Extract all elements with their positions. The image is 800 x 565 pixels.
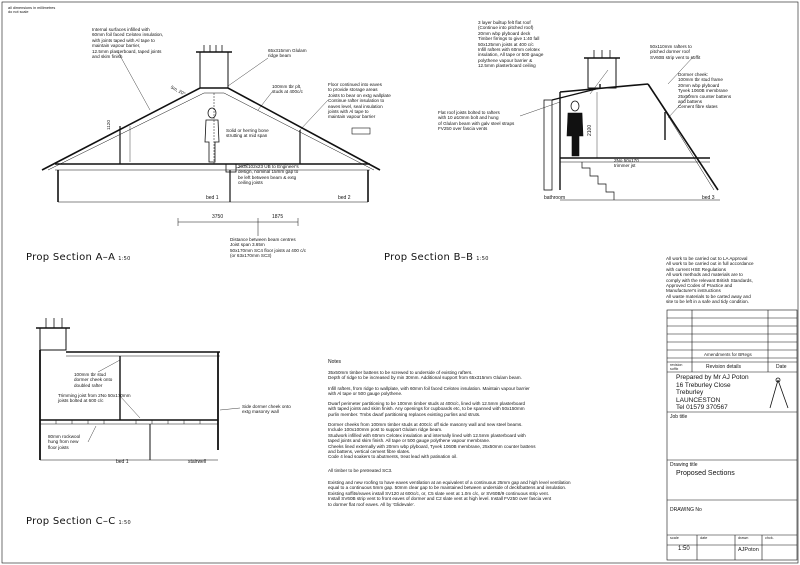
section-c-stairwell: stairwell xyxy=(188,459,207,465)
notes-p5: All timber to be pretreated SC3. xyxy=(328,468,393,473)
scale-label: scale xyxy=(670,536,679,540)
section-b-bed3: bed 3 xyxy=(702,195,715,201)
notes-p6: Existing and new roofing to have eaves v… xyxy=(328,480,571,507)
dimensions-note: all dimensions in millimetres do not sca… xyxy=(8,6,56,15)
section-a-dim-3750: 3750 xyxy=(212,214,224,220)
notes-p1: 35x50mm timber battens to be screwed to … xyxy=(328,370,522,381)
section-c-side-note: Side dormer cheek onto extg masonry wall xyxy=(242,404,291,415)
section-a-bed2: bed 2 xyxy=(338,195,351,201)
prepared-by: Prepared by Mr AJ Poton 16 Treburley Clo… xyxy=(676,374,749,411)
section-b-height: 2100 xyxy=(587,124,593,136)
revision-details-label: Revision details xyxy=(706,364,742,370)
section-a-bed1: bed 1 xyxy=(206,195,219,201)
section-a-dim-1875: 1875 xyxy=(272,214,284,220)
section-a-insulation-note: Internal surfaces infilled with 60mm foi… xyxy=(92,27,164,60)
section-b-cheek-note: Dormer cheek: 100mm tbr stud frame 20mm … xyxy=(678,72,732,110)
drawn-label: drawn xyxy=(738,536,749,540)
notes-p3: Dwarf perimeter partitioning to be 100mm… xyxy=(328,401,526,417)
section-a-floor-note: Floor continued into eaves to provide st… xyxy=(328,82,391,120)
drawing-title-label: Drawing title xyxy=(670,462,698,468)
section-b-trimmer-note: 2No 50x170 trimmer jst xyxy=(614,158,639,169)
amendments-label: Amendments for BRegs xyxy=(704,352,752,357)
section-b-flatjoists-note: Flat roof joists bolted to rafters with … xyxy=(438,110,515,132)
section-b-roof-note: 3 layer builtup felt flat roof (Continue… xyxy=(478,20,544,69)
date-header-label: Date xyxy=(776,364,787,370)
section-a-herring-note: Solid or herring bone strutting at mid s… xyxy=(226,128,269,139)
section-c-linework xyxy=(36,318,241,461)
scale-value: 1:50 xyxy=(678,546,690,552)
section-b-bathroom: bathroom xyxy=(544,195,566,201)
notes-p2: Infill rafters, from ridge to wallplate,… xyxy=(328,386,530,397)
section-a-height: 1120 xyxy=(106,120,111,130)
notes-p4: Dormer cheeks from 100mm timber studs at… xyxy=(328,422,536,460)
section-a-beam-note: 203x102x23 UB to Engineer's design, nomi… xyxy=(238,164,299,186)
drawn-value: AJPoton xyxy=(738,547,759,553)
date-label: date xyxy=(700,536,708,540)
title-block-lines xyxy=(666,309,798,561)
checked-label: chck. xyxy=(765,536,774,540)
section-a-linework xyxy=(41,45,381,236)
section-a-ridge-note: 65x315mm Glulam ridge beam xyxy=(268,48,307,59)
drawing-title: Proposed Sections xyxy=(676,470,735,477)
notes-heading: Notes xyxy=(328,359,342,365)
section-c-stud-note: 100mm tbr stud dormer cheek onto doubled… xyxy=(74,372,113,388)
section-a-distance-note: Distance between beam centres Joist span… xyxy=(230,237,307,259)
approval-note: All work to be carried out to LA Approva… xyxy=(666,256,754,305)
section-a-studs-note: 100mm tbr plt, studs at 400c/c xyxy=(272,84,303,95)
section-c-trimming-note: Trimming joist from 2No 50x170mm joists … xyxy=(58,393,131,404)
revision-suffix-label: revision suffix xyxy=(670,363,683,371)
section-b-linework xyxy=(519,50,720,201)
section-c-rockwool-note: 80mm rockwool hung from new floor joists xyxy=(48,434,81,450)
section-b-rafters-note: 50x110mm rafters to pitched dormer roof … xyxy=(650,44,701,60)
section-c-bed1: bed 1 xyxy=(116,459,129,465)
drawing-no-label: DRAWING No xyxy=(670,507,702,513)
job-title-label: Job title xyxy=(670,414,688,420)
